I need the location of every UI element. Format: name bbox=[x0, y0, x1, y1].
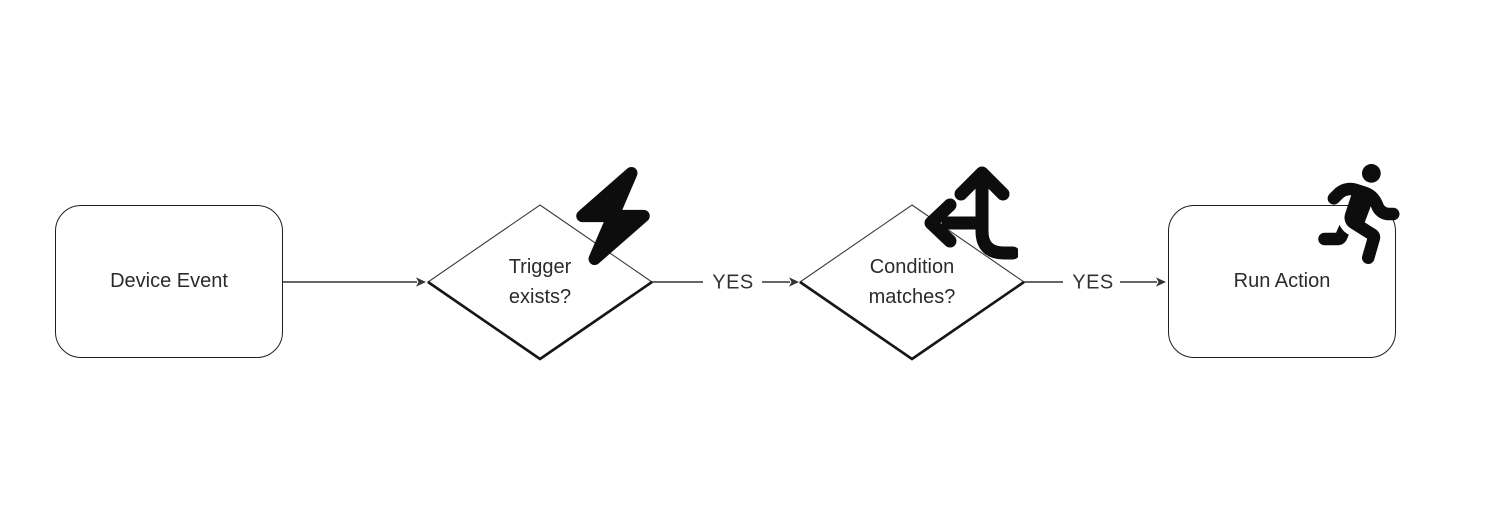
bolt-icon bbox=[576, 167, 650, 265]
arrows-split-up-and-left-icon bbox=[924, 166, 1018, 260]
person-running-icon bbox=[1318, 164, 1400, 264]
node-condition-matches-label: Condition matches? bbox=[868, 256, 956, 308]
node-trigger-exists-label: Trigger exists? bbox=[508, 256, 572, 308]
edge-trigger-exists-to-condition-matches bbox=[652, 277, 799, 287]
arrowhead-icon bbox=[1156, 277, 1166, 287]
node-device-event: Device Event bbox=[55, 205, 283, 358]
node-device-event-label: Device Event bbox=[110, 270, 228, 292]
node-condition-matches-shape bbox=[799, 204, 1025, 361]
edge-label-yes-1: YES bbox=[710, 271, 756, 295]
arrowhead-icon bbox=[789, 277, 799, 287]
edge-label-yes-2: YES bbox=[1070, 271, 1116, 295]
edge-condition-matches-to-run-action bbox=[1024, 277, 1166, 287]
arrowhead-icon bbox=[416, 277, 426, 287]
node-run-action-label: Run Action bbox=[1233, 270, 1331, 292]
edge-device-event-to-trigger-exists bbox=[283, 277, 426, 287]
